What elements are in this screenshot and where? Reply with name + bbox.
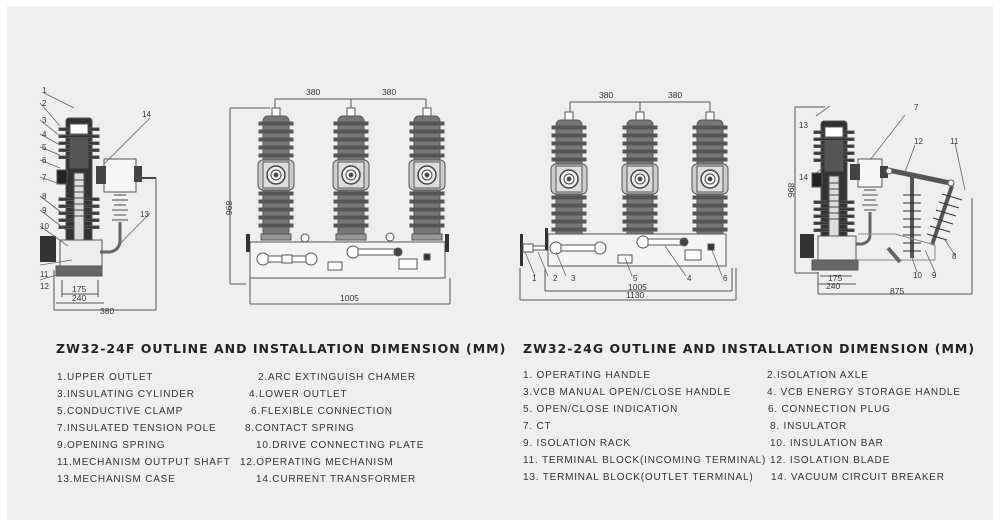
- g-side-callouts: 13 14 7 12 11 10 9 8 896 175 240 875: [786, 103, 959, 296]
- svg-text:5: 5: [42, 143, 47, 152]
- f-legend-item: 4.LOWER OUTLET: [249, 389, 348, 400]
- svg-text:2: 2: [553, 274, 558, 283]
- g-legend-item: 2.ISOLATION AXLE: [767, 370, 869, 381]
- f-legend-item: 2.ARC EXTINGUISH CHAMER: [258, 372, 416, 383]
- svg-text:9: 9: [932, 271, 937, 280]
- svg-text:14: 14: [142, 110, 151, 119]
- g-legend-item: 9. ISOLATION RACK: [523, 438, 631, 449]
- svg-text:13: 13: [140, 210, 149, 219]
- f-legend-item: 10.DRIVE CONNECTING PLATE: [256, 440, 425, 451]
- f-diagram-title: ZW32-24F OUTLINE AND INSTALLATION DIMENS…: [56, 341, 507, 356]
- svg-text:1005: 1005: [628, 282, 647, 292]
- g-legend-item: 6. CONNECTION PLUG: [768, 404, 891, 415]
- svg-text:240: 240: [72, 293, 86, 303]
- svg-text:5: 5: [633, 274, 638, 283]
- f-side-callouts: 1 2 3 4 5 6 7 8 9 10 11 12 13 14 175 240…: [40, 86, 151, 316]
- svg-text:9: 9: [42, 206, 47, 215]
- svg-text:6: 6: [723, 274, 728, 283]
- g-side-view: [794, 105, 973, 295]
- svg-text:1: 1: [42, 86, 47, 95]
- g-legend-item: 10. INSULATION BAR: [770, 438, 884, 449]
- f-legend-item: 8.CONTACT SPRING: [245, 423, 355, 434]
- g-legend-item: 12. ISOLATION BLADE: [770, 455, 891, 466]
- svg-text:380: 380: [306, 87, 320, 97]
- svg-text:11: 11: [40, 270, 49, 279]
- f-front-view: [229, 98, 451, 305]
- f-legend-item: 5.CONDUCTIVE CLAMP: [57, 406, 184, 417]
- svg-text:12: 12: [914, 137, 923, 146]
- svg-text:896: 896: [224, 201, 234, 215]
- svg-text:1005: 1005: [340, 293, 359, 303]
- svg-text:12: 12: [40, 282, 49, 291]
- g-legend-item: 11. TERMINAL BLOCK(INCOMING TERMINAL): [523, 455, 767, 466]
- svg-text:8: 8: [952, 252, 957, 261]
- g-legend-item: 4. VCB ENERGY STORAGE HANDLE: [767, 387, 961, 398]
- g-legend-item: 1. OPERATING HANDLE: [523, 370, 651, 381]
- g-legend-item: 8. INSULATOR: [770, 421, 848, 432]
- svg-text:380: 380: [668, 90, 682, 100]
- svg-text:7: 7: [914, 103, 919, 112]
- svg-text:13: 13: [799, 121, 808, 130]
- svg-text:2: 2: [42, 99, 47, 108]
- f-legend-item: 11.MECHANISM OUTPUT SHAFT: [57, 457, 231, 468]
- g-legend-item: 13. TERMINAL BLOCK(OUTLET TERMINAL): [523, 472, 754, 483]
- svg-text:4: 4: [42, 130, 47, 139]
- svg-text:380: 380: [599, 90, 613, 100]
- svg-text:175: 175: [72, 284, 86, 294]
- f-front-dimensions: 380 380 896 1005: [224, 87, 396, 303]
- svg-text:240: 240: [826, 281, 840, 291]
- svg-text:1: 1: [532, 274, 537, 283]
- svg-text:7: 7: [42, 173, 47, 182]
- g-legend-item: 7. CT: [523, 421, 552, 432]
- f-legend-item: 13.MECHANISM CASE: [57, 474, 176, 485]
- f-legend-item: 9.OPENING SPRING: [57, 440, 166, 451]
- svg-text:896: 896: [786, 183, 796, 197]
- f-legend-item: 1.UPPER OUTLET: [57, 372, 154, 383]
- svg-text:11: 11: [950, 137, 959, 146]
- f-legend-item: 14.CURRENT TRANSFORMER: [256, 474, 417, 485]
- f-legend-item: 3.INSULATING CYLINDER: [57, 389, 195, 400]
- svg-text:14: 14: [799, 173, 808, 182]
- svg-text:6: 6: [42, 156, 47, 165]
- g-front-view: [519, 101, 737, 301]
- svg-text:380: 380: [100, 306, 114, 316]
- g-legend-item: 14. VACUUM CIRCUIT BREAKER: [771, 472, 945, 483]
- svg-text:10: 10: [40, 222, 49, 231]
- f-side-view: [39, 92, 157, 311]
- svg-text:3: 3: [42, 116, 47, 125]
- f-legend-item: 12.OPERATING MECHANISM: [240, 457, 394, 468]
- svg-text:4: 4: [687, 274, 692, 283]
- g-diagram-title: ZW32-24G OUTLINE AND INSTALLATION DIMENS…: [523, 341, 976, 356]
- svg-text:10: 10: [913, 271, 922, 280]
- f-legend-item: 7.INSULATED TENSION POLE: [57, 423, 217, 434]
- svg-text:8: 8: [42, 192, 47, 201]
- g-legend-item: 3.VCB MANUAL OPEN/CLOSE HANDLE: [523, 387, 732, 398]
- g-legend-item: 5. OPEN/CLOSE INDICATION: [523, 404, 679, 415]
- g-front-callouts: 1 2 3 5 4 6 380 380 1005 1130: [532, 90, 728, 300]
- svg-text:175: 175: [828, 273, 842, 283]
- svg-text:1130: 1130: [626, 290, 645, 300]
- svg-text:875: 875: [890, 286, 904, 296]
- svg-text:3: 3: [571, 274, 576, 283]
- svg-text:380: 380: [382, 87, 396, 97]
- f-legend-item: 6.FLEXIBLE CONNECTION: [251, 406, 393, 417]
